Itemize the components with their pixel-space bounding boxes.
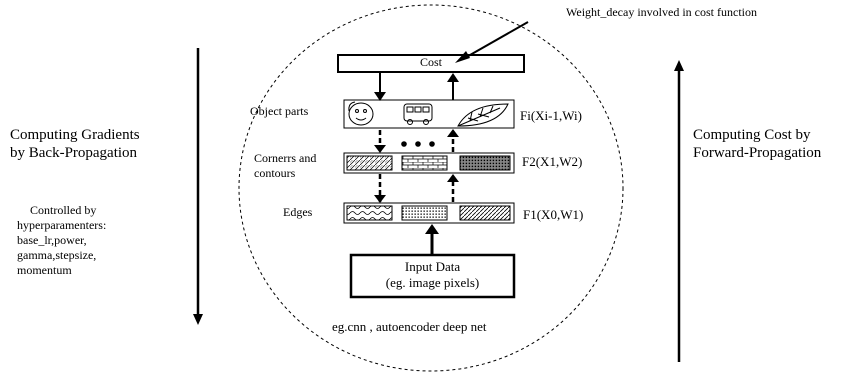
input-data-box	[349, 253, 516, 299]
edges-texture-1	[346, 205, 393, 221]
cost-label: Cost	[419, 55, 442, 69]
corners-to-object-up-arrow	[447, 129, 459, 152]
corners-to-edges-down-arrow	[374, 174, 386, 203]
ellipsis-dots-icon	[401, 141, 435, 147]
left-title-line2: by Back-Propagation	[10, 145, 138, 161]
network-example-note: eg.cnn , autoencoder deep net	[332, 319, 487, 334]
controls-line-1: Controlled by	[30, 203, 97, 217]
object-parts-label: Object parts	[250, 104, 309, 118]
controls-line-3: base_lr,power,	[17, 233, 87, 247]
corners-texture-3	[459, 155, 511, 171]
controls-line-4: gamma,stepsize,	[17, 248, 97, 262]
forward-propagation-up-arrow	[674, 60, 684, 362]
input-to-edges-up-arrow	[425, 224, 439, 254]
edges-texture-2	[401, 205, 448, 221]
corners-texture-2	[401, 155, 448, 171]
right-title-line2: Forward-Propagation	[693, 145, 822, 161]
face-sketch-icon	[348, 101, 374, 126]
edges-label: Edges	[283, 205, 313, 219]
bus-sketch-icon	[403, 103, 433, 125]
corners-label-line1: Cornerrs and	[254, 151, 317, 165]
left-title-line1: Computing Gradients	[10, 127, 140, 143]
input-data-label: Input Data	[404, 259, 461, 274]
back-propagation-down-arrow	[193, 48, 203, 325]
controls-line-2: hyperparamenters:	[17, 218, 107, 232]
right-title-line1: Computing Cost by	[693, 127, 811, 143]
cost-to-object-down-arrow	[374, 73, 386, 101]
controls-line-5: momentum	[17, 263, 72, 277]
edges-texture-3	[459, 205, 511, 221]
leaf-sketch-icon	[457, 103, 509, 127]
edges-function: F1(X0,W1)	[523, 207, 584, 222]
weight-decay-annotation: Weight_decay involved in cost function	[566, 5, 757, 19]
object-to-corners-down-arrow	[374, 130, 386, 153]
edges-to-corners-up-arrow	[447, 174, 459, 202]
corners-texture-1	[346, 155, 393, 171]
object-to-cost-up-arrow	[447, 73, 459, 100]
corners-label-line2: contours	[254, 166, 296, 180]
object-parts-function: Fi(Xi-1,Wi)	[520, 108, 582, 123]
input-data-sublabel: (eg. image pixels)	[385, 275, 480, 290]
cost-box	[337, 54, 525, 73]
network-boundary-ellipse	[238, 4, 624, 372]
weight-decay-arrow	[455, 21, 529, 63]
corners-function: F2(X1,W2)	[522, 154, 583, 169]
